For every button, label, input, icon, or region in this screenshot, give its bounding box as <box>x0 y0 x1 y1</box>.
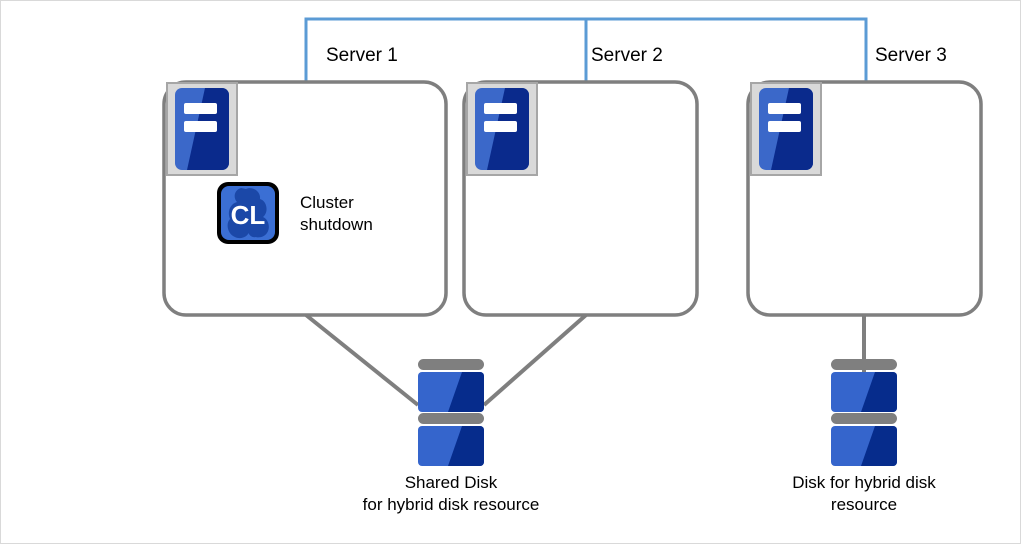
shared-disk-icon[interactable] <box>418 359 484 466</box>
hybrid-disk-caption: Disk for hybrid disk resource <box>714 472 1014 516</box>
server-1-label: Server 1 <box>326 45 398 66</box>
cluster-shutdown-label: Cluster shutdown <box>300 192 373 236</box>
connector-lines <box>304 313 866 407</box>
cluster-shutdown-label-line2: shutdown <box>300 214 373 234</box>
server-icon-3 <box>750 82 822 176</box>
server-icon-1 <box>166 82 238 176</box>
shared-disk-caption-line2: for hybrid disk resource <box>362 494 540 514</box>
server-3-label: Server 3 <box>875 45 947 66</box>
server-icon-2 <box>466 82 538 176</box>
hybrid-disk-caption-line1: Disk for hybrid disk <box>792 473 936 492</box>
cluster-shutdown-label-line1: Cluster <box>300 193 354 212</box>
shared-disk-caption-line1: Shared Disk <box>404 473 498 492</box>
server-2-label: Server 2 <box>591 45 663 66</box>
cluster-grouping-bracket <box>304 17 868 81</box>
hybrid-disk-icon[interactable] <box>831 359 897 466</box>
cl-glyph-text: CL <box>231 200 266 230</box>
hybrid-disk-caption-line2: resource <box>830 494 898 514</box>
shared-disk-caption: Shared Disk for hybrid disk resource <box>251 472 651 516</box>
cluster-shutdown-icon[interactable]: CL <box>217 182 279 244</box>
